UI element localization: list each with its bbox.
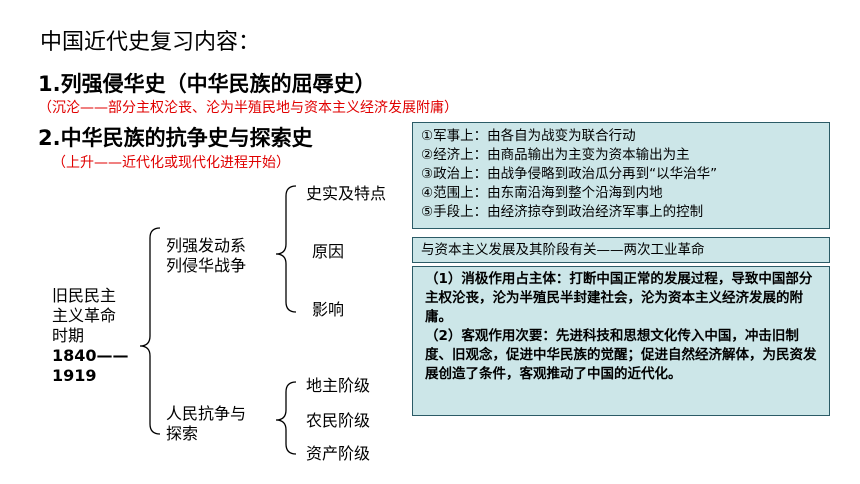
- era-line-2: 主义革命: [52, 306, 117, 325]
- item-peasant-class: 农民阶级: [306, 411, 371, 430]
- branch-top-line-1: 列强发动系: [166, 236, 247, 255]
- branch-bottom-line-2: 探索: [166, 424, 199, 443]
- section2-note: （上升——近代化或现代化进程开始）: [52, 155, 290, 171]
- section1-note: （沉沦——部分主权沦丧、沦为半殖民地与资本主义经济发展附庸）: [38, 100, 458, 116]
- impact-box: （1）消极作用占主体：打断中国正常的发展过程，导致中国部分主权沦丧，沦为半殖民半…: [412, 266, 830, 416]
- era-years-end: 1919: [52, 366, 97, 385]
- branch-people-struggle: 人民抗争与 探索: [166, 404, 246, 444]
- main-bracket: [139, 227, 161, 435]
- impact-objective: （2）客观作用次要：先进科技和思想文化传入中国，冲击旧制度、旧观念，促进中华民族…: [425, 328, 817, 382]
- cause-text: 与资本主义发展及其阶段有关——两次工业革命: [421, 242, 705, 258]
- era-label: 旧民民主 主义革命 时期 1840—— 1919: [52, 286, 132, 386]
- page-title: 中国近代史复习内容：: [40, 30, 261, 55]
- era-years-start: 1840——: [52, 346, 129, 365]
- branch-top-line-2: 列侵华战争: [166, 256, 247, 275]
- branch-foreign-aggression: 列强发动系 列侵华战争: [166, 236, 246, 276]
- item-cause: 原因: [312, 242, 345, 261]
- item-bourgeois-class: 资产阶级: [306, 444, 371, 463]
- item-facts: 史实及特点: [306, 184, 387, 203]
- bottom-bracket: [275, 381, 297, 455]
- section1-heading: 1.列强侵华史（中华民族的屈辱史）: [38, 72, 376, 96]
- fact-line: ②经济上：由商品输出为主变为资本输出为主: [421, 147, 690, 163]
- fact-line: ③政治上：由战争侵略到政治瓜分再到“以华治华”: [421, 166, 718, 182]
- item-landlord-class: 地主阶级: [306, 376, 371, 395]
- cause-box: 与资本主义发展及其阶段有关——两次工业革命: [412, 237, 830, 263]
- fact-line: ④范围上：由东南沿海到整个沿海到内地: [421, 185, 663, 201]
- fact-line: ①军事上：由各自为战变为联合行动: [421, 128, 636, 144]
- item-impact: 影响: [312, 300, 345, 319]
- facts-box: ①军事上：由各自为战变为联合行动 ②经济上：由商品输出为主变为资本输出为主 ③政…: [412, 122, 830, 229]
- branch-bottom-line-1: 人民抗争与: [166, 404, 247, 423]
- era-line-3: 时期: [52, 326, 85, 345]
- top-bracket: [275, 185, 297, 313]
- impact-negative: （1）消极作用占主体：打断中国正常的发展过程，导致中国部分主权沦丧，沦为半殖民半…: [425, 271, 813, 325]
- section2-heading: 2.中华民族的抗争史与探索史: [38, 126, 313, 150]
- fact-line: ⑤手段上：由经济掠夺到政治经济军事上的控制: [421, 204, 704, 220]
- era-line-1: 旧民民主: [52, 286, 117, 305]
